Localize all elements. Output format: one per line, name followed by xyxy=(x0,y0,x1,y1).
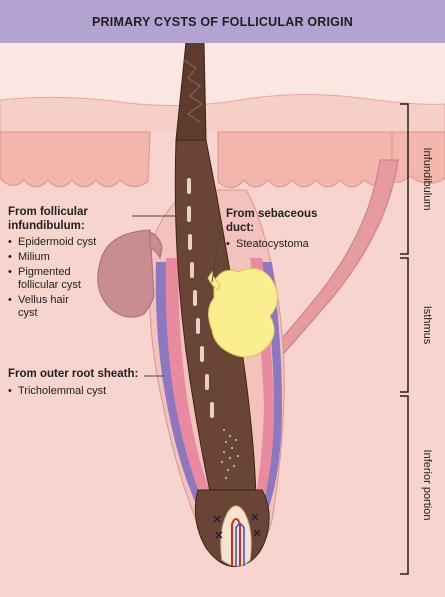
bracket-infundibulum xyxy=(400,103,409,255)
hair-medulla xyxy=(187,178,214,418)
heading-sebaceous-duct: From sebaceous duct: xyxy=(226,208,318,234)
rete-ridges-edge xyxy=(391,131,445,184)
item-pigmented-follicular-cyst: Pigmented follicular cyst xyxy=(8,266,106,292)
hair-cuticle xyxy=(183,59,203,123)
heading-follicular-infundibulum: From follicular infundibulum: xyxy=(8,206,88,232)
list-infundibulum-cysts: Epidermoid cyst Milium Pigmented follicu… xyxy=(8,236,136,320)
bracket-isthmus xyxy=(400,257,409,393)
heading-outer-root-sheath: From outer root sheath: xyxy=(8,368,139,380)
label-sebaceous-duct: From sebaceous duct: Steatocystoma xyxy=(226,208,346,253)
item-tricholemmal-cyst: Tricholemmal cyst xyxy=(8,385,153,398)
title-bar: PRIMARY CYSTS OF FOLLICULAR ORIGIN xyxy=(0,0,445,43)
leader-sebaceous xyxy=(211,231,221,283)
item-vellus-hair-cyst: Vellus hair cyst xyxy=(8,294,88,320)
cyst-stalk xyxy=(149,231,163,260)
bracket-inferior xyxy=(400,395,409,575)
sebaceous-gland xyxy=(208,267,278,358)
diagram-title: PRIMARY CYSTS OF FOLLICULAR ORIGIN xyxy=(92,14,353,29)
label-outer-root-sheath: From outer root sheath: Tricholemmal cys… xyxy=(8,368,153,400)
skin-surface-top xyxy=(0,43,445,106)
region-isthmus: Isthmus xyxy=(421,305,433,345)
item-steatocystoma: Steatocystoma xyxy=(226,238,346,251)
list-sebaceous-cysts: Steatocystoma xyxy=(226,238,346,251)
list-outer-root-sheath-cysts: Tricholemmal cyst xyxy=(8,385,153,398)
region-inferior-portion: Inferior portion xyxy=(421,449,433,521)
inner-sheath-left xyxy=(165,258,214,504)
melanocytes xyxy=(213,513,261,539)
rete-ridges-left xyxy=(0,131,151,188)
region-brackets xyxy=(400,103,409,575)
item-epidermoid-cyst: Epidermoid cyst xyxy=(8,236,136,249)
capillary-vein xyxy=(235,523,245,566)
vitreous-layer-right xyxy=(262,262,282,510)
region-infundibulum: Infundibulum xyxy=(421,147,433,211)
label-follicular-infundibulum: From follicular infundibulum: Epidermoid… xyxy=(8,206,136,322)
item-milium: Milium xyxy=(8,251,136,264)
rete-ridges-right xyxy=(217,131,393,188)
keratogenous-zone xyxy=(221,429,239,479)
